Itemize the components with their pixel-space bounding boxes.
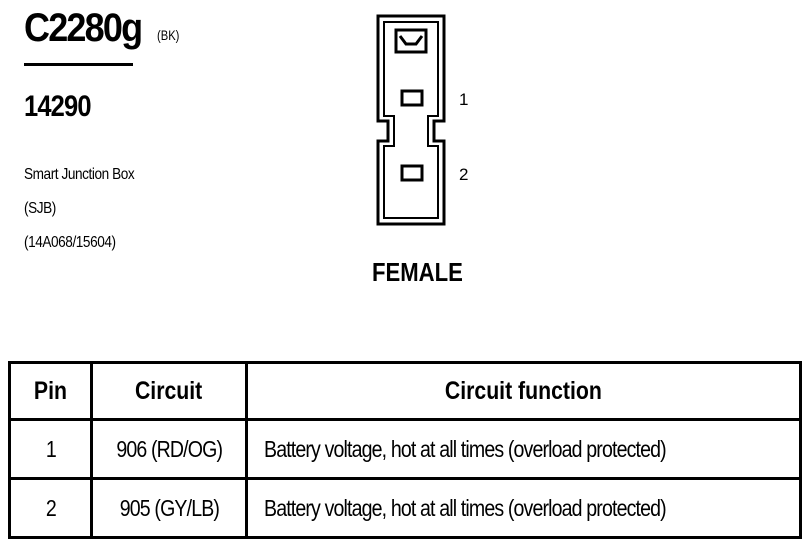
cell-circuit: 905 (GY/LB) <box>90 477 248 539</box>
header-pin: Pin <box>8 361 93 421</box>
description-line-3: (14A068/15604) <box>24 234 116 251</box>
table-header-row: Pin Circuit Circuit function <box>8 361 802 421</box>
header-circuit: Circuit <box>90 361 248 421</box>
locking-tab <box>394 28 428 54</box>
connector-face-diagram <box>376 14 446 226</box>
pin-label-1: 1 <box>459 90 469 109</box>
locking-tab-notch <box>398 35 424 46</box>
table-row: 2 905 (GY/LB) Battery voltage, hot at al… <box>8 477 802 539</box>
pinout-table: Pin Circuit Circuit function 1 906 (RD/O… <box>8 361 802 539</box>
connector-id: C2280g <box>24 6 143 50</box>
cell-circuit: 906 (RD/OG) <box>90 418 248 480</box>
connector-inner-shell <box>383 21 439 219</box>
cell-pin: 2 <box>8 477 93 539</box>
cell-circuit-function: Battery voltage, hot at all times (overl… <box>245 418 802 480</box>
pin-label-2: 2 <box>459 165 469 184</box>
pin-cavity-1 <box>400 89 424 107</box>
connector-outer-shell <box>376 14 446 226</box>
color-code: (BK) <box>157 27 180 43</box>
pin-cavity-2 <box>400 164 424 182</box>
connector-id-underline <box>24 63 133 66</box>
header-circuit-function: Circuit function <box>245 361 802 421</box>
table-row: 1 906 (RD/OG) Battery voltage, hot at al… <box>8 418 802 480</box>
connector-gender-label: FEMALE <box>372 257 463 287</box>
part-number: 14290 <box>24 90 92 123</box>
description-line-1: Smart Junction Box <box>24 166 135 183</box>
cell-pin: 1 <box>8 418 93 480</box>
cell-circuit-function: Battery voltage, hot at all times (overl… <box>245 477 802 539</box>
description-line-2: (SJB) <box>24 200 56 217</box>
